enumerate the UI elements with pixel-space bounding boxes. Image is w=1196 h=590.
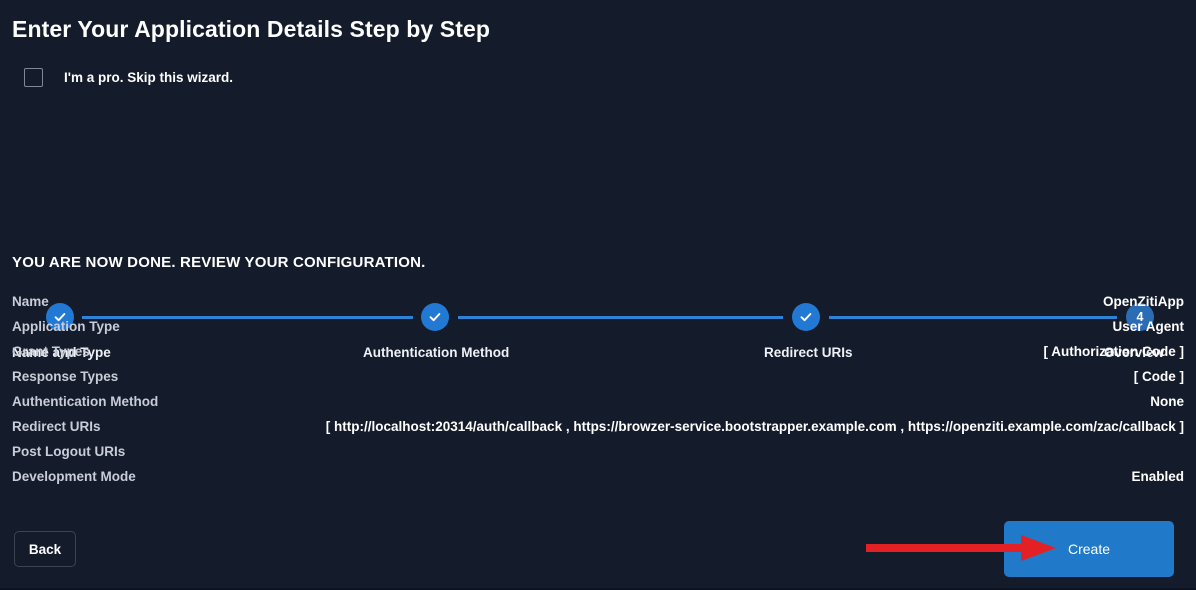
summary-key-development-mode: Development Mode xyxy=(12,469,136,484)
summary-key-name: Name xyxy=(12,294,49,309)
check-icon xyxy=(54,313,66,322)
check-icon xyxy=(429,313,441,322)
skip-wizard-checkbox[interactable] xyxy=(24,68,43,87)
summary-row: Development Mode Enabled xyxy=(12,464,1184,489)
stepper-step-4-marker[interactable]: 4 xyxy=(1126,303,1154,331)
summary-value-development-mode: Enabled xyxy=(1131,469,1184,484)
stepper-step-2-marker[interactable] xyxy=(421,303,449,331)
stepper-connector-1 xyxy=(82,316,413,319)
summary-row: Redirect URIs [ http://localhost:20314/a… xyxy=(12,414,1184,439)
summary-row: Response Types [ Code ] xyxy=(12,364,1184,389)
stepper-step-2-label[interactable]: Authentication Method xyxy=(363,345,510,360)
summary-value-redirect-uris: [ http://localhost:20314/auth/callback ,… xyxy=(325,419,1184,434)
summary-row: Post Logout URIs xyxy=(12,439,1184,464)
summary-key-post-logout-uris: Post Logout URIs xyxy=(12,444,126,459)
stepper-connector-3 xyxy=(829,316,1117,319)
back-button[interactable]: Back xyxy=(14,531,76,567)
summary-key-redirect-uris: Redirect URIs xyxy=(12,419,101,434)
stepper-step-4-label[interactable]: Overview xyxy=(1104,345,1165,360)
summary-value-name: OpenZitiApp xyxy=(1103,294,1184,309)
summary-key-authentication-method: Authentication Method xyxy=(12,394,159,409)
stepper-connector-2 xyxy=(458,316,783,319)
summary-key-application-type: Application Type xyxy=(12,319,120,334)
stepper-step-1-marker[interactable] xyxy=(46,303,74,331)
skip-wizard-row: I'm a pro. Skip this wizard. xyxy=(24,68,233,87)
summary-row: Application Type User Agent xyxy=(12,314,1184,339)
summary-value-application-type: User Agent xyxy=(1112,319,1184,334)
summary-value-authentication-method: None xyxy=(1150,394,1184,409)
stepper-step-4-number: 4 xyxy=(1136,309,1144,324)
page-title: Enter Your Application Details Step by S… xyxy=(12,16,491,42)
summary-value-response-types: [ Code ] xyxy=(1133,369,1184,384)
summary-row: Name OpenZitiApp xyxy=(12,289,1184,314)
stepper-step-1-label[interactable]: Name and Type xyxy=(12,345,111,360)
check-icon xyxy=(800,313,812,322)
wizard-stepper: Name and Type Authentication Method Redi… xyxy=(0,150,1196,360)
summary-value-grant-types: [ Authorization Code ] xyxy=(1043,344,1184,359)
stepper-step-3-marker[interactable] xyxy=(792,303,820,331)
skip-wizard-label: I'm a pro. Skip this wizard. xyxy=(64,70,233,85)
create-button[interactable]: Create xyxy=(1004,521,1174,577)
summary-row: Grant Types [ Authorization Code ] xyxy=(12,339,1184,364)
configuration-summary: Name OpenZitiApp Application Type User A… xyxy=(12,289,1184,489)
summary-key-grant-types: Grant Types xyxy=(12,344,90,359)
review-heading: YOU ARE NOW DONE. REVIEW YOUR CONFIGURAT… xyxy=(12,254,426,271)
summary-row: Authentication Method None xyxy=(12,389,1184,414)
summary-key-response-types: Response Types xyxy=(12,369,119,384)
stepper-step-3-label[interactable]: Redirect URIs xyxy=(764,345,853,360)
